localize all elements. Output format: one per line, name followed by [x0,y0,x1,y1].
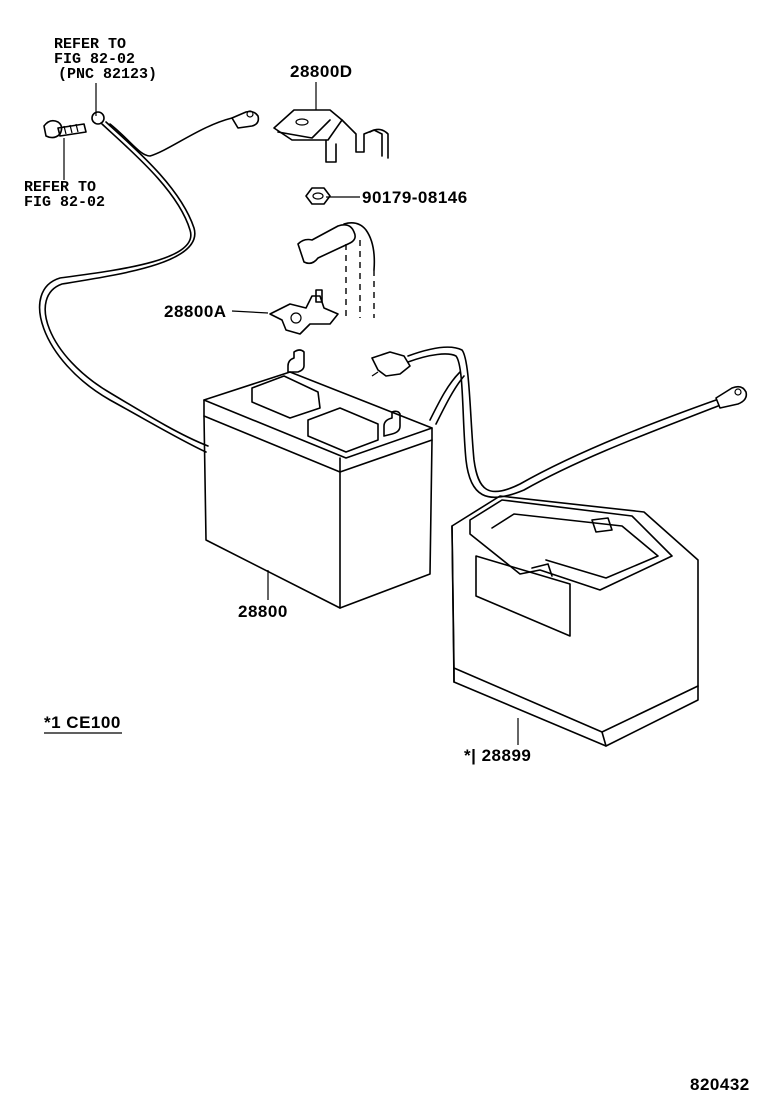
refer-to-label-top-3: (PNC 82123) [58,66,157,83]
positive-cable [371,346,748,499]
part-label-battery: 28800 [238,602,288,621]
part-label-tray: *| 28899 [464,746,531,765]
leader-lines [63,82,519,745]
footnote: *1 CE100 [44,713,121,732]
battery-icon [203,349,433,609]
clamp-icon [273,109,389,163]
refer-to-label-left-1: REFER TO [24,179,96,196]
part-label-nut: 90179-08146 [362,188,468,207]
battery-tray-icon [451,495,699,747]
nut-icon [305,187,331,205]
terminal-icon [269,222,376,335]
refer-to-label-top-2: FIG 82-02 [54,51,135,68]
part-label-terminal: 28800A [164,302,227,321]
refer-to-label-left-2: FIG 82-02 [24,194,105,211]
part-label-clamp: 28800D [290,62,353,81]
refer-to-label-top-1: REFER TO [54,36,126,53]
ground-cable [38,110,260,453]
bolt-icon [43,119,87,139]
figure-number: 820432 [690,1075,750,1094]
